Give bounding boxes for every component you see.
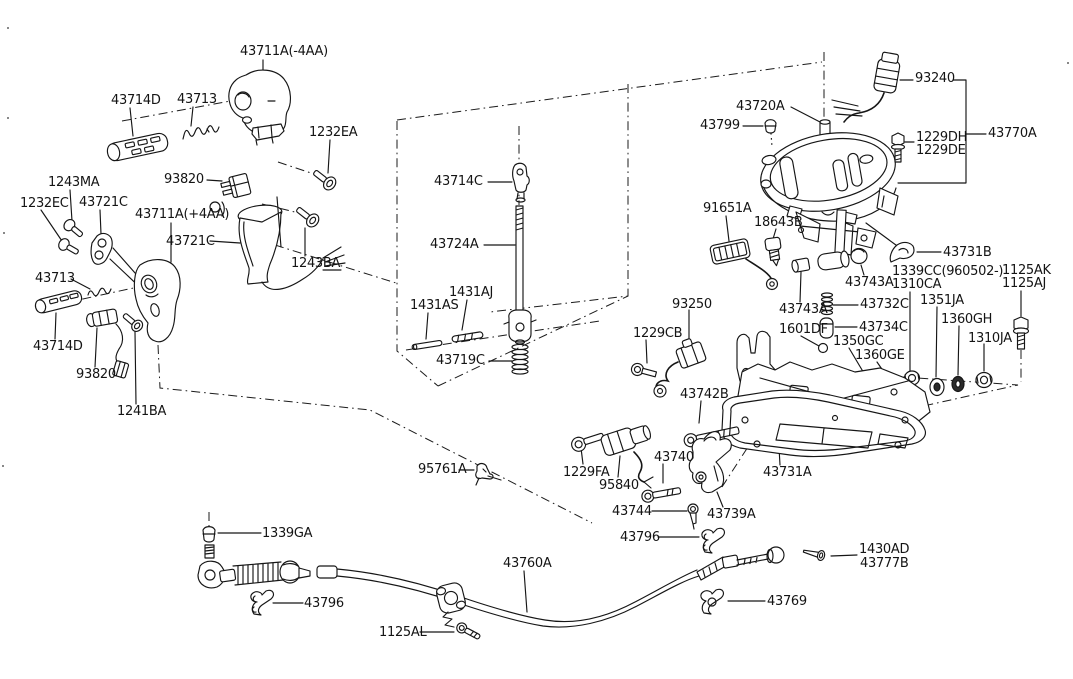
clip-43796-upper (702, 528, 725, 553)
bolt-43740 (641, 485, 681, 504)
switch-93820-upper (220, 173, 251, 200)
bolt-1229fa (570, 430, 606, 454)
hook-43731b (866, 223, 914, 262)
clip-43769 (701, 589, 724, 614)
switch-18643b (765, 237, 784, 267)
bolt-1125al (455, 621, 482, 642)
clip-95761a (476, 464, 501, 485)
knob-button-upper (106, 132, 169, 162)
clip-43796-lower (251, 590, 274, 615)
boot-43721c-upper (210, 197, 345, 289)
rod-43724a (504, 206, 536, 342)
screw-1430ad (802, 546, 825, 561)
scan-specks (2, 27, 1069, 467)
spring-43713-lower (88, 288, 111, 296)
screw-43744 (688, 504, 698, 529)
spring-43719c (512, 340, 528, 374)
bolt-1229dh (892, 133, 905, 162)
base-plate-43731a (722, 390, 925, 456)
switch-93820-lower (86, 309, 129, 379)
bolt-1125ak (1014, 317, 1029, 349)
screw-1232ec (57, 237, 81, 258)
screw-1243ma (62, 217, 86, 240)
connector-91651a (710, 238, 778, 289)
cap-43799 (765, 120, 776, 147)
cable-43760a (198, 527, 784, 642)
bushing-43734c (820, 318, 833, 338)
spring-43713-upper (183, 126, 219, 139)
screw-1243ba (293, 203, 321, 229)
assembly-axes (46, 52, 1021, 526)
ball-1601df (819, 344, 828, 353)
cover-43770a (754, 123, 901, 224)
cable-end-boot (697, 557, 726, 580)
pin-43714c (513, 163, 530, 202)
screw-1232ea (310, 166, 338, 192)
knob-button-lower (34, 289, 83, 314)
cable-mount (435, 581, 467, 614)
lever-link-and-pin (791, 210, 867, 273)
bolt-1229cb (630, 362, 657, 380)
pin-1431as (412, 340, 442, 350)
shift-knob-plus-4aa (134, 260, 180, 342)
zone-boundaries (397, 62, 822, 386)
connector-93240 (832, 51, 902, 122)
screw-1241ba (120, 310, 145, 333)
lever-43739a (689, 432, 731, 493)
spring-43732c (822, 293, 833, 315)
switch-93250 (654, 336, 707, 397)
cover-sub-bracket (796, 212, 876, 255)
leader-lines (41, 60, 1021, 632)
shift-knob-minus-4aa (229, 70, 291, 145)
solenoid-95840 (600, 422, 653, 488)
pin-1431aj (452, 332, 484, 343)
